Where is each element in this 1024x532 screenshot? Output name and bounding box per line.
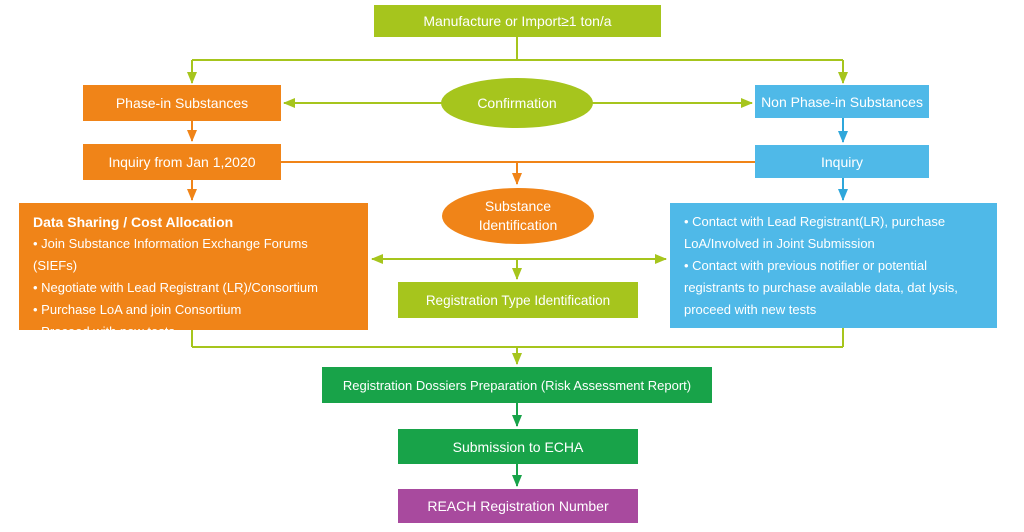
- node-data-sharing-cost-allocation: Data Sharing / Cost Allocation • Join Su…: [19, 203, 368, 339]
- contact-bullet: • Contact with previous notifier or pote…: [684, 258, 958, 317]
- data-sharing-bullet: • Negotiate with Lead Registrant (LR)/Co…: [33, 280, 318, 295]
- node-label: Registration Type Identification: [425, 292, 611, 308]
- node-label: Phase-in Substances: [115, 95, 249, 111]
- connectors-lime: [187, 37, 848, 365]
- node-non-phase-in-substances: Non Phase-in Substances: [755, 85, 929, 118]
- node-reach-registration-number: REACH Registration Number: [398, 489, 638, 523]
- node-registration-type-identification: Registration Type Identification: [398, 282, 638, 318]
- node-phase-in-substances: Phase-in Substances: [83, 85, 281, 121]
- node-submission-to-echa: Submission to ECHA: [398, 429, 638, 464]
- node-substance-identification: Substance Identification: [442, 188, 594, 244]
- node-manufacture-or-import: Manufacture or Import≥1 ton/a: [374, 5, 661, 37]
- node-label: Inquiry from Jan 1,2020: [108, 154, 256, 170]
- node-label: REACH Registration Number: [427, 498, 609, 514]
- node-label: Confirmation: [477, 94, 557, 111]
- node-label: Non Phase-in Substances: [761, 93, 923, 110]
- node-inquiry: Inquiry: [755, 145, 929, 178]
- data-sharing-bullet: • Purchase LoA and join Consortium: [33, 302, 242, 317]
- connectors-orange: [187, 121, 755, 201]
- data-sharing-title: Data Sharing / Cost Allocation: [33, 214, 234, 230]
- node-label: Submission to ECHA: [452, 438, 584, 455]
- node-label: Inquiry: [820, 153, 864, 170]
- contact-bullet: • Contact with Lead Registrant(LR), purc…: [684, 214, 946, 251]
- node-contact-lead-registrant: • Contact with Lead Registrant(LR), purc…: [670, 203, 997, 328]
- node-registration-dossiers-preparation: Registration Dossiers Preparation (Risk …: [322, 367, 712, 403]
- node-label: Substance Identification: [478, 198, 558, 233]
- node-confirmation: Confirmation: [441, 78, 593, 128]
- data-sharing-bullet: • Join Substance Information Exchange Fo…: [33, 236, 308, 273]
- node-inquiry-from-jan-2020: Inquiry from Jan 1,2020: [83, 144, 281, 180]
- node-label: Registration Dossiers Preparation (Risk …: [342, 377, 692, 393]
- node-label: Manufacture or Import≥1 ton/a: [423, 13, 612, 29]
- data-sharing-bullet: • Proceed with new tests: [33, 324, 175, 339]
